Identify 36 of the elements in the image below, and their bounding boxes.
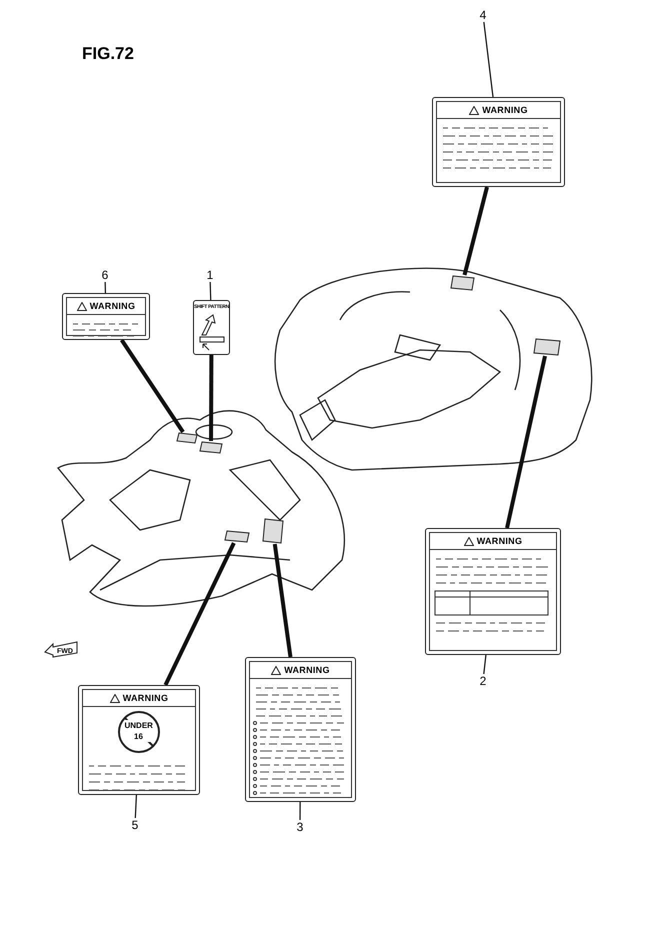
- leader-line: [505, 356, 547, 528]
- decal-spot: [199, 441, 223, 454]
- callout-number: 1: [203, 268, 217, 282]
- leader-line: [164, 542, 236, 686]
- decal-spot: [533, 338, 561, 356]
- age-limit-text: UNDER 16: [124, 720, 152, 742]
- leader-line: [210, 282, 212, 300]
- leader-line: [462, 186, 489, 276]
- leader-line: [483, 654, 486, 674]
- leader-line: [299, 802, 301, 820]
- callout-number: 3: [293, 820, 307, 834]
- leader-line: [272, 544, 292, 658]
- callout-number: 2: [476, 674, 490, 688]
- warning-decal: [245, 657, 356, 802]
- warning-decal: [62, 293, 150, 340]
- leader-line: [134, 794, 137, 818]
- leader-line: [104, 282, 106, 294]
- callout-number: 5: [128, 818, 142, 832]
- decal-heading: WARNING: [90, 301, 136, 311]
- decal-spot: [176, 432, 198, 444]
- decal-heading: WARNING: [284, 665, 330, 675]
- callout-number: 6: [98, 268, 112, 282]
- decal-heading: WARNING: [482, 105, 528, 115]
- figure-title: FIG.72: [82, 44, 134, 64]
- leader-line: [120, 338, 185, 434]
- decal-spot: [224, 530, 250, 543]
- shift-pattern-decal: [193, 300, 230, 355]
- callout-number: 4: [476, 8, 490, 22]
- decal-heading: WARNING: [476, 536, 522, 546]
- warning-decal: [425, 528, 561, 655]
- decal-spot: [262, 518, 284, 544]
- warning-decal: [432, 97, 565, 187]
- decal-spot: [450, 275, 475, 291]
- decal-heading: WARNING: [122, 693, 168, 703]
- leader-line: [483, 22, 494, 98]
- warning-decal: [78, 685, 200, 795]
